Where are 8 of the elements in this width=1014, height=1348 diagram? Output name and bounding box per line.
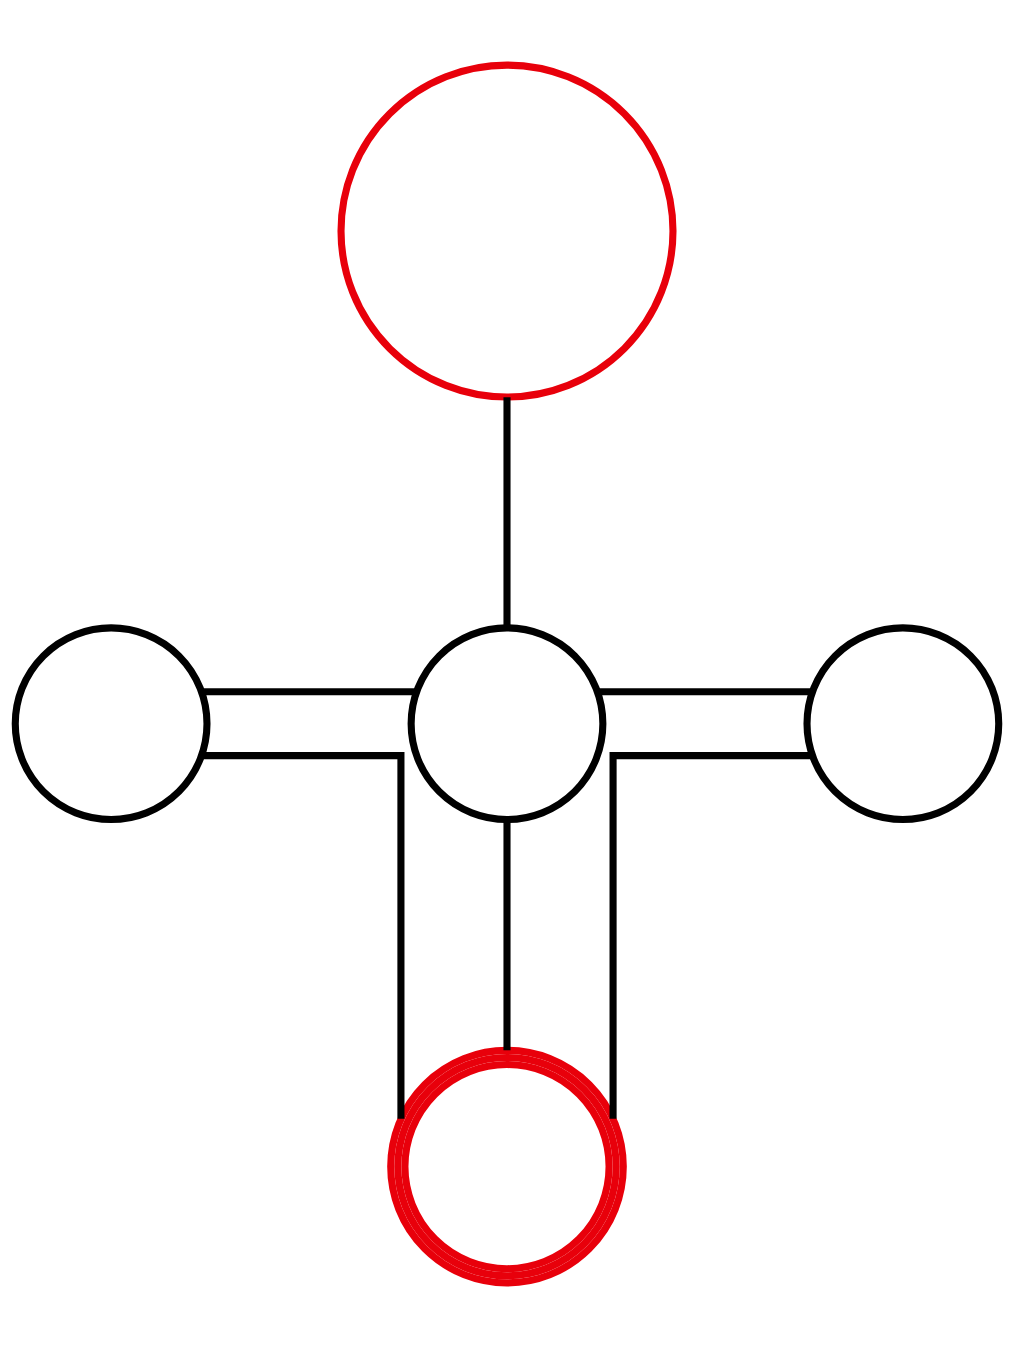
node-target	[387, 1046, 627, 1287]
node-circle	[407, 624, 607, 824]
node-circle	[11, 624, 211, 824]
connector	[597, 688, 813, 696]
node-circle	[803, 624, 1003, 824]
connector	[201, 688, 417, 696]
node-circle	[337, 61, 677, 401]
connector	[503, 819, 511, 1051]
